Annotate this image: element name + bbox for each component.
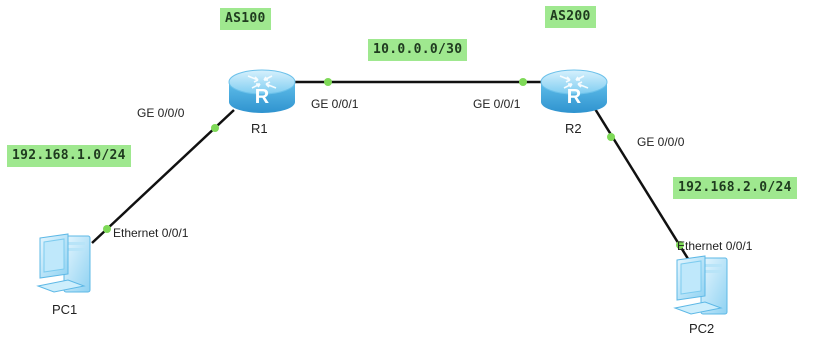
r2-ge001-label: GE 0/0/1 bbox=[473, 97, 521, 111]
pc2-icon[interactable] bbox=[673, 255, 728, 315]
r2-ge000-label: GE 0/0/0 bbox=[637, 135, 685, 149]
lan2-network-tag: 192.168.2.0/24 bbox=[673, 177, 797, 199]
router-r2-name: R2 bbox=[565, 121, 582, 136]
router-r1-glyph: R bbox=[255, 86, 270, 108]
pc2-name: PC2 bbox=[689, 321, 715, 336]
link-r2-pc2 bbox=[590, 103, 692, 263]
router-r1-name: R1 bbox=[251, 121, 268, 136]
pc1-name: PC1 bbox=[52, 302, 78, 317]
router-r1-icon[interactable]: R bbox=[228, 69, 296, 113]
pc2-eth-label: Ethernet 0/0/1 bbox=[677, 239, 753, 253]
lan1-network-tag: 192.168.1.0/24 bbox=[7, 145, 131, 167]
link-pc1-r1 bbox=[91, 109, 235, 244]
r1-ge001-label: GE 0/0/1 bbox=[311, 97, 359, 111]
r1-ge000-label: GE 0/0/0 bbox=[137, 106, 185, 120]
pc1-icon[interactable] bbox=[36, 233, 91, 293]
pc1-eth-label: Ethernet 0/0/1 bbox=[113, 226, 189, 240]
port-dot-r2-ge001[interactable] bbox=[519, 78, 527, 86]
wan-network-tag: 10.0.0.0/30 bbox=[368, 39, 468, 61]
router-r2-glyph: R bbox=[567, 86, 582, 108]
as100-tag: AS100 bbox=[220, 8, 271, 30]
port-dot-r1-ge001[interactable] bbox=[324, 78, 332, 86]
port-dot-r2-ge000[interactable] bbox=[607, 133, 615, 141]
as200-tag: AS200 bbox=[545, 6, 596, 28]
port-dot-pc1-eth[interactable] bbox=[103, 225, 111, 233]
port-dot-pc2-eth[interactable] bbox=[676, 241, 684, 249]
router-r2-icon[interactable]: R bbox=[540, 69, 608, 113]
port-dot-r1-ge000[interactable] bbox=[211, 124, 219, 132]
